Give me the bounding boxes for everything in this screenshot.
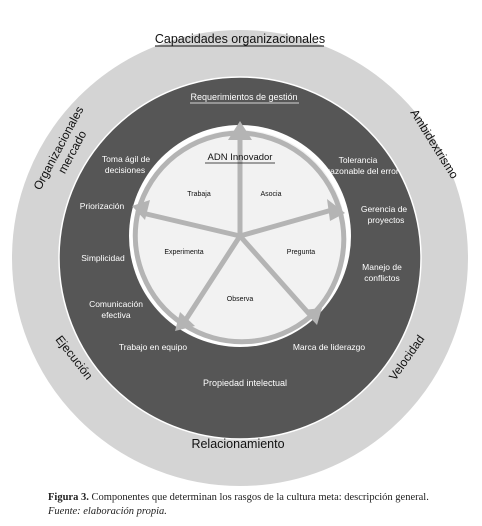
- item-tolerancia-1: Tolerancia: [339, 155, 378, 165]
- segment-pregunta: Pregunta: [287, 249, 316, 256]
- item-tolerancia-2: razonable del error: [327, 166, 399, 176]
- segment-observa: Observa: [227, 296, 254, 303]
- item-manejo-2: conflictos: [364, 273, 399, 283]
- segment-experimenta: Experimenta: [164, 249, 203, 256]
- arrow-head: [303, 308, 322, 325]
- core-title: ADN Innovador: [208, 152, 273, 163]
- caption-label: Figura 3.: [48, 492, 89, 503]
- arrow-head: [327, 199, 345, 221]
- segment-asocia: Asocia: [260, 191, 281, 198]
- culture-diagram: Capacidades organizacionales Relacionami…: [10, 28, 470, 486]
- segment-trabaja: Trabaja: [187, 191, 211, 198]
- item-priorizacion: Priorización: [80, 201, 125, 211]
- arrow-head: [175, 312, 195, 331]
- caption-source: Fuente: elaboración propia.: [48, 506, 167, 517]
- item-manejo-1: Manejo de: [362, 262, 402, 272]
- item-gerencia-2: proyectos: [368, 215, 405, 225]
- outer-top-label: Capacidades organizacionales: [155, 32, 325, 46]
- core-spokes: [135, 130, 342, 327]
- item-comunicacion-1: Comunicación: [89, 299, 143, 309]
- item-gerencia-1: Gerencia de: [361, 204, 408, 214]
- item-marca: Marca de liderazgo: [293, 342, 366, 352]
- caption-text: Componentes que determinan los rasgos de…: [91, 492, 429, 503]
- arrow-head: [132, 200, 150, 220]
- arrow-head: [228, 121, 252, 140]
- arrow-heads: [132, 121, 345, 331]
- outer-bottom-label: Relacionamiento: [191, 437, 284, 451]
- middle-bottom-label: Propiedad intelectual: [203, 378, 287, 388]
- figure-caption: Figura 3. Componentes que determinan los…: [48, 491, 478, 519]
- item-toma-1: Toma ágil de: [102, 154, 150, 164]
- item-simplicidad: Simplicidad: [81, 253, 125, 263]
- item-comunicacion-2: efectiva: [101, 310, 131, 320]
- core-arrows: [132, 130, 347, 345]
- middle-title: Requerimientos de gestión: [190, 92, 297, 102]
- item-toma-2: decisiones: [105, 165, 145, 175]
- item-trabajo-equipo: Trabajo en equipo: [119, 342, 187, 352]
